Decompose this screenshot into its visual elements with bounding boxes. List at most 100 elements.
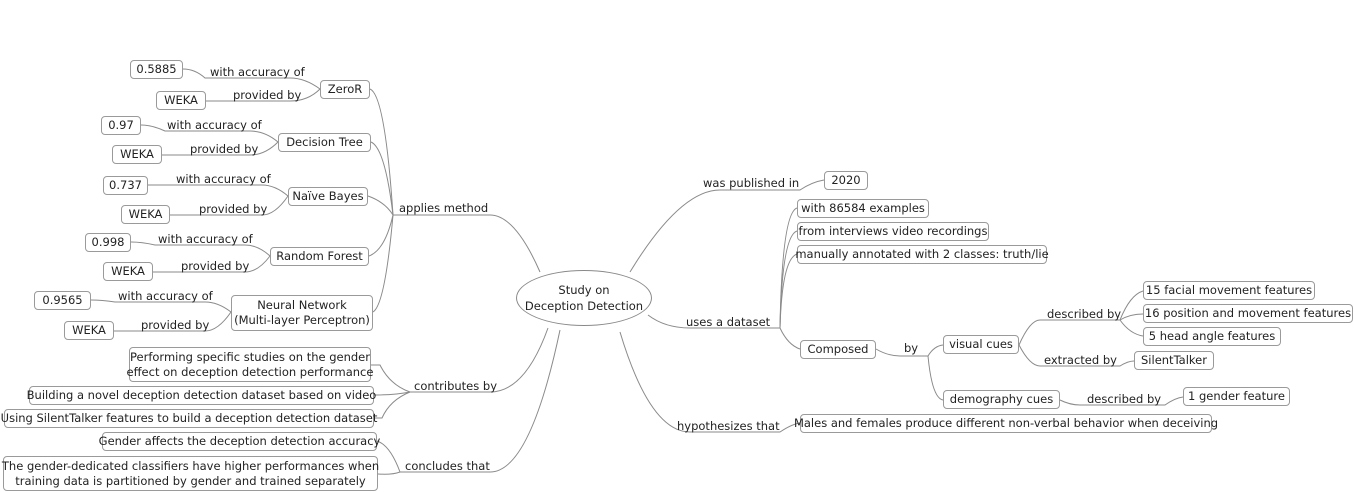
neural-network-line1: Neural Network [257,298,347,312]
conclusion-2-line1: The gender-dedicated classifiers have hi… [1,458,380,473]
contribution-gender-studies[interactable]: Performing specific studies on the gende… [126,347,374,382]
edge-ds-examples [779,207,798,329]
conclusion-gender-classifiers[interactable]: The gender-dedicated classifiers have hi… [1,456,380,491]
contribution-silenttalker-features[interactable]: Using SilentTalker features to build a d… [1,409,377,428]
edge-zeror-prov [206,88,321,102]
dataset-annotation[interactable]: manually annotated with 2 classes: truth… [795,245,1049,264]
decision-tree-accuracy-label: with accuracy of [167,118,262,132]
edge-method-nb [367,195,394,216]
naive-bayes-accuracy-value[interactable]: 0.737 [103,176,148,195]
relation-hypothesizes-that: hypothesizes that [677,419,780,433]
decision-tree-provider[interactable]: WEKA [112,145,162,164]
edge-method-dt [370,141,394,216]
naive-bayes-accuracy-label: with accuracy of [176,172,271,186]
conclusion-2-line2: training data is partitioned by gender a… [15,473,366,488]
edge-contributes-by [410,327,549,393]
central-topic[interactable]: Study on Deception Detection [516,270,652,326]
hypothesis[interactable]: Males and females produce different non-… [794,414,1218,433]
edge-published [629,179,825,273]
head-angle-features[interactable]: 5 head angle features [1143,327,1281,346]
dataset-source[interactable]: from interviews video recordings [797,222,989,241]
edge-applies-method [393,214,541,273]
visual-extracted-by-label: extracted by [1044,353,1117,367]
method-naive-bayes[interactable]: Naïve Bayes [288,187,368,206]
edge-nn-prov [114,311,232,332]
relation-applies-method: applies method [399,201,489,215]
edge-dt-acc [140,124,279,143]
edge-contrib-3 [374,391,411,419]
neural-network-provider[interactable]: WEKA [64,321,114,340]
edge-ds-source [779,230,798,329]
edge-nn-acc [90,299,232,313]
decision-tree-provider-label: provided by [190,142,259,156]
method-neural-network[interactable]: Neural Network (Multi-layer Perceptron) [231,295,373,331]
neural-network-accuracy-value[interactable]: 0.9565 [34,291,91,310]
position-movement-features[interactable]: 16 position and movement features [1143,304,1353,323]
demography-described-by-label: described by [1087,392,1162,406]
edge-hypothesizes [619,331,801,433]
edge-rf-acc [130,241,271,257]
zeror-provider-label: provided by [233,88,302,102]
demography-cues[interactable]: demography cues [943,390,1060,409]
method-decision-tree[interactable]: Decision Tree [278,133,371,152]
edge-ds-annotation [779,253,798,329]
edge-method-rf [368,214,394,257]
edge-described-facial [1119,290,1144,321]
neural-network-line2: (Multi-layer Perceptron) [234,313,370,327]
edge-uses-dataset [647,314,780,329]
visual-described-by-label: described by [1047,307,1122,321]
neural-network-provider-label: provided by [141,318,210,332]
gender-feature[interactable]: 1 gender feature [1183,387,1290,406]
naive-bayes-provider[interactable]: WEKA [121,205,170,224]
edge-visual-extracted [1018,344,1135,367]
neural-network-accuracy-label: with accuracy of [118,289,213,303]
edge-method-zeror [369,88,394,216]
edge-zeror-acc [182,68,321,90]
relation-was-published-in: was published in [703,176,800,190]
random-forest-provider-label: provided by [181,259,250,273]
zeror-accuracy-label: with accuracy of [210,65,305,79]
facial-movement-features[interactable]: 15 facial movement features [1143,281,1315,300]
method-zeror[interactable]: ZeroR [320,80,370,99]
method-random-forest[interactable]: Random Forest [270,247,369,266]
visual-cues[interactable]: visual cues [943,335,1019,354]
edge-described-position [1119,313,1144,321]
relation-concludes-that: concludes that [405,459,490,473]
dataset-composed[interactable]: Composed [800,340,876,359]
relation-contributes-by: contributes by [414,379,498,393]
edge-demo-described [1059,396,1184,406]
zeror-provider[interactable]: WEKA [156,91,206,110]
decision-tree-accuracy-value[interactable]: 0.97 [101,116,141,135]
edge-dt-prov [162,141,279,156]
contribution-novel-dataset[interactable]: Building a novel deception detection dat… [27,386,376,405]
edge-by-visual [927,344,944,357]
central-topic-line1: Study on [558,283,610,297]
random-forest-accuracy-value[interactable]: 0.998 [85,233,131,252]
published-year[interactable]: 2020 [824,171,868,190]
naive-bayes-provider-label: provided by [199,202,268,216]
edge-by-demography [927,355,944,401]
random-forest-provider[interactable]: WEKA [103,262,153,281]
composed-by-label: by [904,341,919,355]
edge-composed-by [875,348,928,357]
edge-described-head [1119,319,1144,337]
edge-rf-prov [153,255,271,273]
zeror-accuracy-value[interactable]: 0.5885 [130,60,183,79]
edge-concl-2 [377,471,401,475]
relation-uses-a-dataset: uses a dataset [686,315,771,329]
contribution-1-line1: Performing specific studies on the gende… [130,349,370,364]
random-forest-accuracy-label: with accuracy of [158,232,253,246]
edge-nb-acc [148,184,289,197]
dataset-examples[interactable]: with 86584 examples [797,199,929,218]
edge-ds-composed [779,327,801,350]
central-topic-line2: Deception Detection [524,299,644,313]
edge-concl-1 [376,440,401,473]
edge-concludes-that [400,329,561,473]
edge-visual-described [1018,319,1120,346]
conclusion-gender-affects[interactable]: Gender affects the deception detection a… [99,432,380,451]
contribution-1-line2: effect on deception detection performanc… [126,364,374,379]
silenttalker[interactable]: SilentTalker [1134,351,1214,370]
edge-contrib-1 [371,364,411,393]
edge-contrib-2 [373,391,411,396]
